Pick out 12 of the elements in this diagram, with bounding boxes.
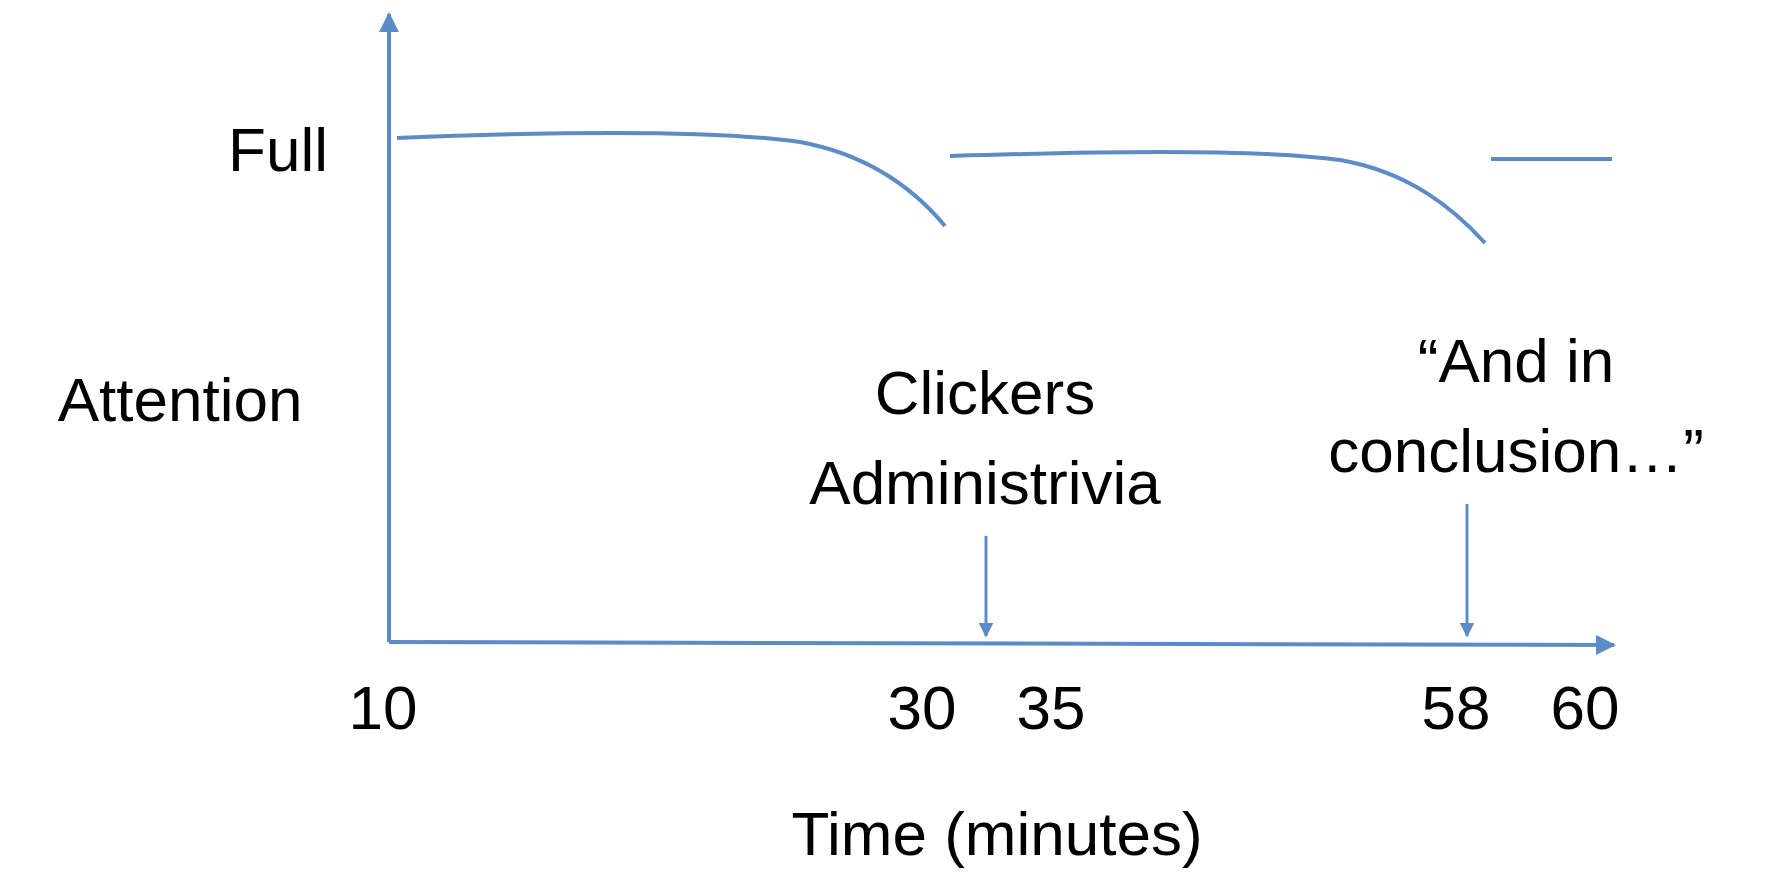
- annotation-text: “And in conclusion…”: [1306, 316, 1726, 496]
- arrow: [1459, 503, 1475, 638]
- axis-label: Attention: [57, 363, 303, 436]
- axis-title: Time (minutes): [791, 797, 1203, 870]
- arrow: [978, 535, 994, 638]
- tick-label: 58: [1421, 671, 1491, 744]
- axis-label: Full: [228, 113, 328, 186]
- annotation-text: Clickers Administrivia: [765, 348, 1205, 528]
- tick-label: 30: [887, 671, 957, 744]
- tick-label: 10: [348, 671, 418, 744]
- tick-label: 35: [1016, 671, 1086, 744]
- tick-label: 60: [1550, 671, 1620, 744]
